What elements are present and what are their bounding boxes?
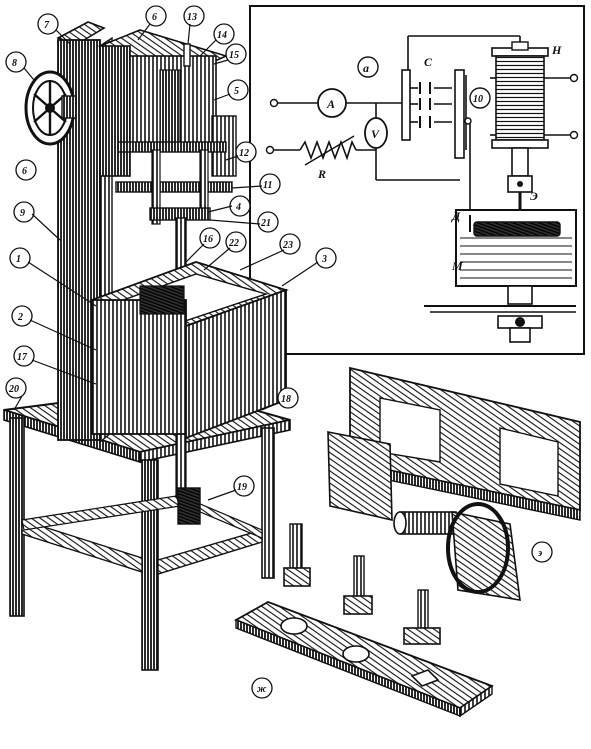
bolts [283,523,441,645]
voltmeter-symbol [364,117,388,149]
inset-schematic: C A V R 10 а [249,5,585,355]
callout-22: 22 [228,238,239,249]
callout-13: 13 [187,12,197,23]
panel-label-circle [357,56,379,78]
handwheel [24,70,77,146]
callout-1: 1 [16,254,21,265]
coil-assembly [491,41,549,228]
callout-14: 14 [217,30,227,41]
liquid-label: М [451,259,463,273]
coil-label: Н [551,43,562,57]
callout-4: 4 [235,202,241,213]
callout-19: 19 [237,482,247,493]
electrode-label: Э [530,189,538,203]
resistor-label: R [317,167,326,181]
callout-circles [5,5,553,699]
callout-zh: ж [257,684,267,695]
voltmeter-label: V [371,127,380,141]
ammeter-label: A [326,97,335,111]
callout-12: 12 [239,148,249,159]
callout-7: 7 [44,20,50,31]
liquid-bath [424,209,577,343]
callout-18: 18 [281,394,291,405]
callout-5: 5 [234,86,239,97]
rheostat-arrow [304,135,355,166]
callout-23: 23 [282,240,293,251]
terminals [265,73,579,155]
callout-3: 3 [321,254,327,265]
panel-label: а [363,61,369,75]
callout-e: э [537,548,542,559]
callout-10-circle [469,87,491,109]
callout-6-side: 6 [22,166,27,177]
switch-contact [464,117,472,125]
plate-zh [233,601,494,718]
callout-leaders [13,23,319,501]
callout-2: 2 [17,312,23,323]
callout-16: 16 [203,234,213,245]
callout-11: 11 [263,180,272,191]
part-label: Д [451,209,461,223]
callout-9: 9 [20,208,25,219]
capacitor-label: C [424,55,433,69]
callout-21: 21 [260,218,271,229]
resistor-symbol [299,139,357,161]
liquid-lines [460,237,572,279]
fixture-e [327,366,581,601]
callout-20: 20 [8,384,19,395]
callout-17: 17 [17,352,28,363]
callout-15: 15 [229,50,239,61]
capacitor-bank [401,69,465,159]
head-assembly [97,29,237,299]
callout-8: 8 [12,58,17,69]
callout-6: 6 [152,12,157,23]
ammeter-symbol [317,88,347,118]
tank [89,261,289,440]
callout-10: 10 [473,94,483,105]
